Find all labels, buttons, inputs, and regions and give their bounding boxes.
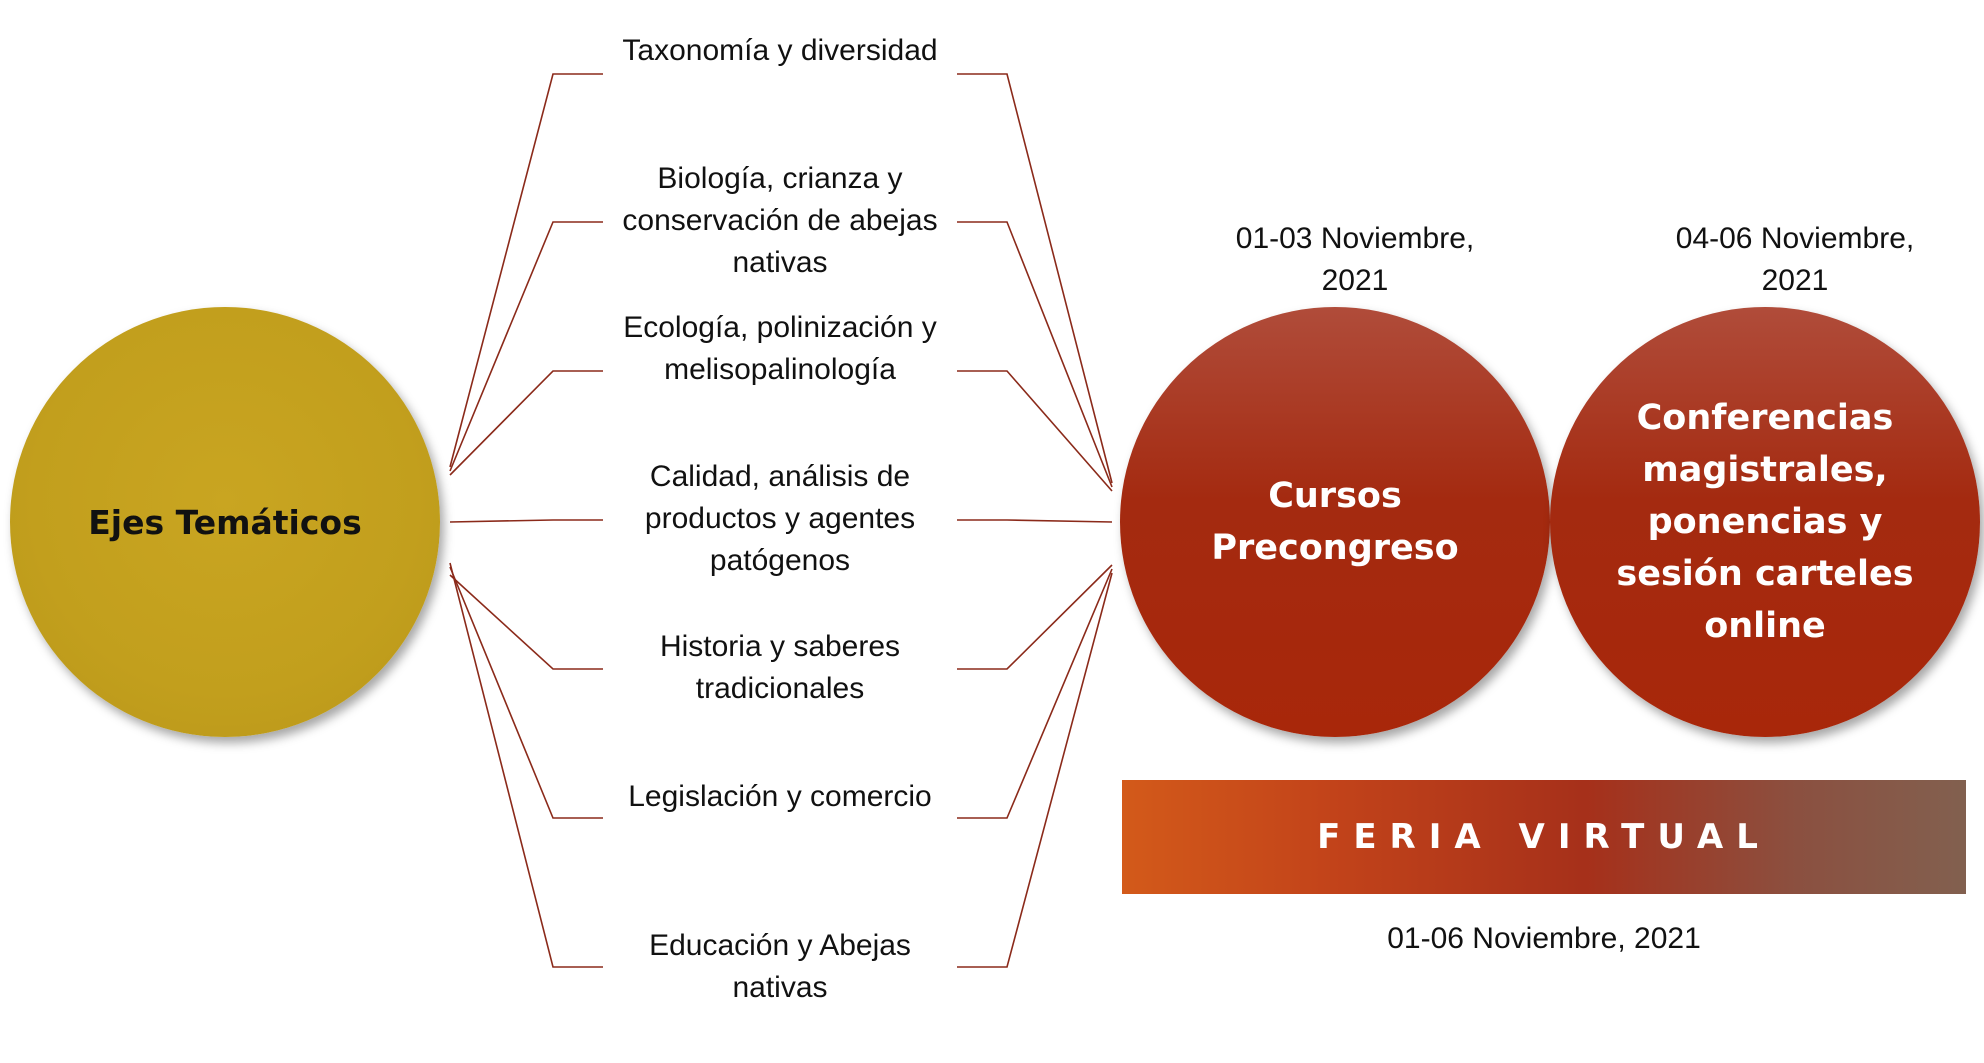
virtual-fair-date: 01-06 Noviembre, 2021 xyxy=(1387,922,1701,955)
left-connector-line xyxy=(449,221,603,472)
right-connector-line xyxy=(957,519,1113,523)
conferences-circle: Conferencias magistrales, ponencias y se… xyxy=(1550,307,1980,737)
topic-legislation: Legislación y comercio xyxy=(628,780,932,813)
virtual-fair-label: FERIA VIRTUAL xyxy=(1317,817,1771,857)
right-connector-line xyxy=(957,572,1113,968)
right-connector-line xyxy=(957,221,1113,488)
thematic-axes-label: Ejes Temáticos xyxy=(88,502,362,542)
conferences-label: Conferencias magistrales, ponencias y se… xyxy=(1616,398,1914,646)
conferences-date: 04-06 Noviembre, 2021 xyxy=(1675,222,1915,297)
topic-ecology: Ecología, polinización y melisopalinolog… xyxy=(623,311,937,386)
left-connector-line xyxy=(449,73,603,468)
left-connector-line xyxy=(449,566,603,819)
topic-taxonomy: Taxonomía y diversidad xyxy=(622,34,938,67)
left-connector-line xyxy=(449,562,603,968)
topic-education: Educación y Abejas nativas xyxy=(649,929,911,1004)
thematic-axes-circle: Ejes Temáticos xyxy=(10,307,440,737)
right-connector-line xyxy=(957,73,1113,484)
courses-label: Cursos Precongreso xyxy=(1211,476,1459,568)
left-connector-line xyxy=(449,574,603,670)
courses-circle: Cursos Precongreso xyxy=(1120,307,1550,737)
left-connector-line xyxy=(449,519,603,523)
topic-history: Historia y saberes tradicionales xyxy=(659,630,901,705)
topic-biology: Biología, crianza y conservación de abej… xyxy=(622,162,938,279)
topic-quality: Calidad, análisis de productos y agentes… xyxy=(644,460,916,577)
right-connector-line xyxy=(957,568,1113,819)
right-connector-line xyxy=(957,370,1113,492)
left-connector-line xyxy=(449,370,603,476)
courses-date: 01-03 Noviembre, 2021 xyxy=(1235,222,1475,297)
virtual-fair-bar: FERIA VIRTUAL xyxy=(1122,780,1966,894)
right-connector-line xyxy=(957,564,1113,670)
